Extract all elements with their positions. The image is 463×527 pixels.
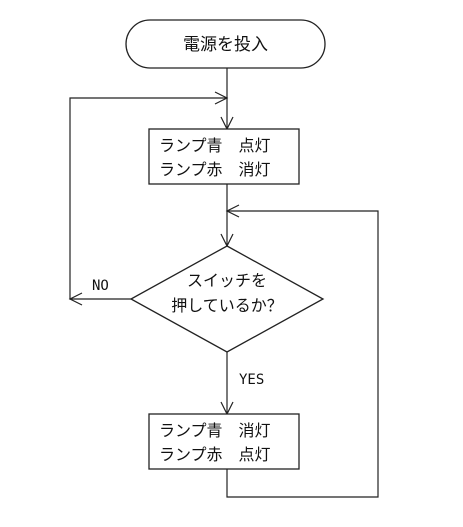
connector-no-loop — [69, 97, 227, 300]
process2-line1: ランプ青 消灯 — [159, 421, 271, 440]
start-terminal — [125, 19, 326, 69]
start-label: 電源を投入 — [183, 35, 268, 55]
process-box-initial — [148, 128, 300, 185]
decision-line1: スイッチを — [187, 271, 267, 290]
arrowhead-return-loop — [225, 204, 240, 218]
connector-return-loop — [226, 210, 379, 498]
process1-line2: ランプ赤 消灯 — [159, 160, 271, 179]
process2-line2: ランプ赤 点灯 — [159, 445, 271, 464]
process1-line1: ランプ青 点灯 — [159, 136, 271, 155]
process-box-switched — [148, 413, 300, 470]
decision-line2: 押しているか？ — [171, 296, 283, 315]
yes-label: YES — [239, 372, 264, 388]
no-label: NO — [92, 278, 109, 294]
arrowhead-no-left — [68, 292, 83, 306]
arrowhead-no-loop — [214, 91, 229, 105]
